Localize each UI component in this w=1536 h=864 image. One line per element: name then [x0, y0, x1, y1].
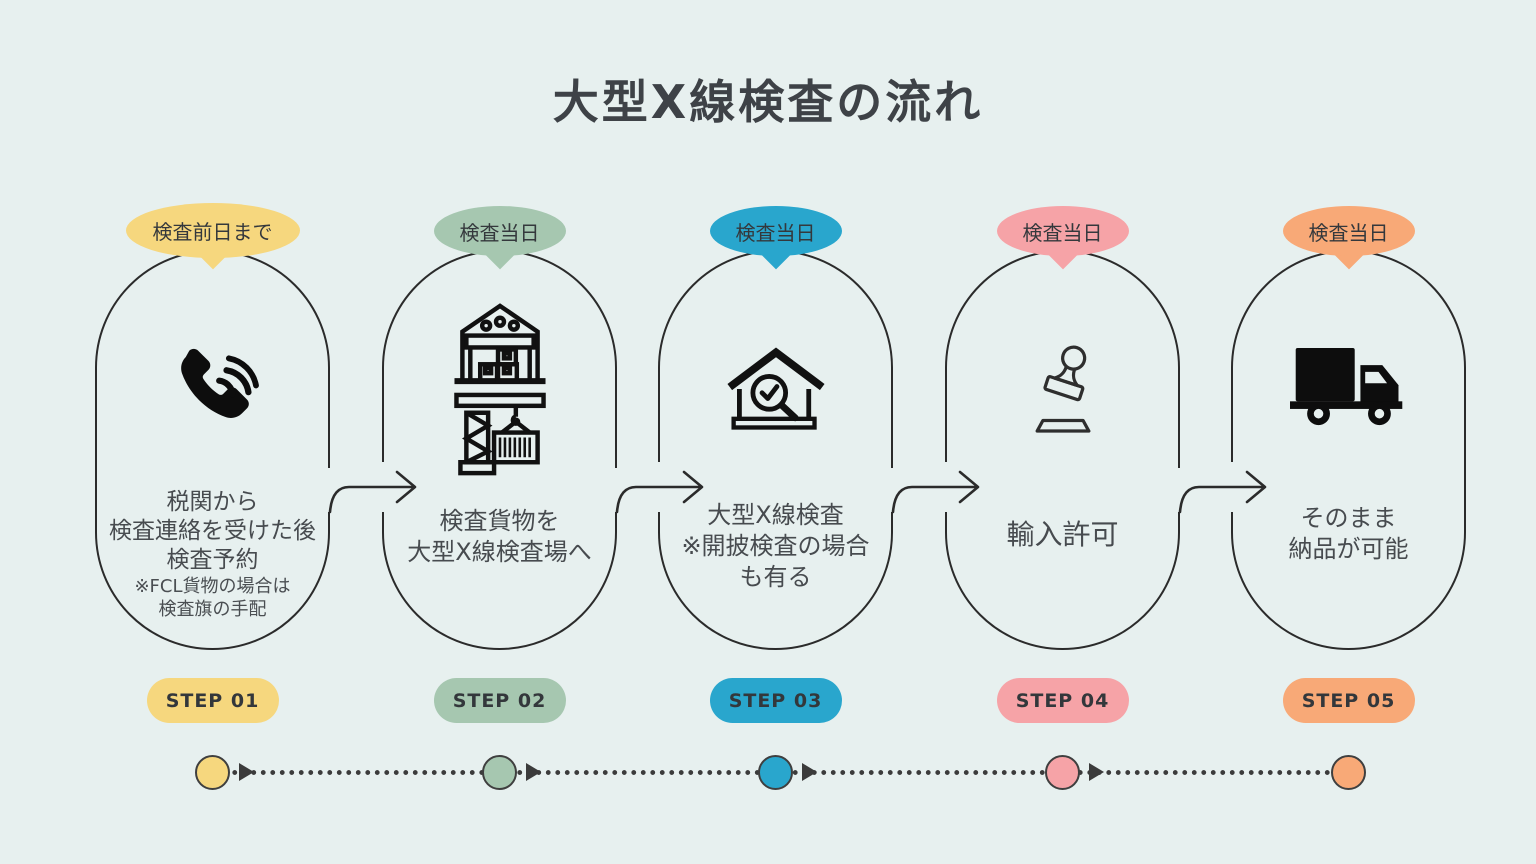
- description-line: も有る: [739, 563, 812, 591]
- step-pill-label: STEP 02: [452, 689, 547, 712]
- step-pill-label: STEP 01: [165, 689, 260, 712]
- step-pill: STEP 01: [146, 678, 279, 723]
- timeline-arrow-icon: [238, 763, 254, 781]
- capsule-border-gap: [613, 468, 621, 512]
- step-pill-label: STEP 03: [728, 689, 823, 712]
- description-line: 納品が可能: [1288, 535, 1409, 563]
- description-line: 大型X線検査場へ: [407, 538, 592, 566]
- timeline-arrow-icon: [801, 763, 817, 781]
- step-description: 検査貨物を 大型X線検査場へ: [370, 506, 629, 568]
- timing-badge-label: 検査前日まで: [152, 220, 273, 244]
- step-pill: STEP 05: [1282, 678, 1415, 723]
- step-pill-label: STEP 04: [1015, 689, 1110, 712]
- timing-badge-label: 検査当日: [735, 220, 816, 245]
- timing-badge-label: 検査当日: [1022, 220, 1103, 245]
- warehouse-crane-icon: [382, 290, 617, 490]
- stamp-icon: [945, 288, 1180, 488]
- capsule-border-gap: [326, 468, 334, 512]
- timing-badge: 検査当日: [1282, 206, 1415, 256]
- timing-badge: 検査当日: [996, 206, 1129, 256]
- step-description: 大型X線検査 ※開披検査の場合 も有る: [646, 500, 905, 593]
- flow-arrow-icon: [328, 470, 417, 514]
- timing-badge-label: 検査当日: [1308, 220, 1389, 245]
- step-pill: STEP 02: [433, 678, 566, 723]
- step-column-5: 検査当日 そのまま 納品が可能 STEP 05: [1231, 0, 1466, 864]
- timeline-arrow-icon: [1088, 763, 1104, 781]
- house-inspection-icon: [658, 288, 893, 488]
- timeline-node: [1045, 755, 1080, 790]
- step-column-2: 検査当日: [382, 0, 617, 864]
- timeline-node: [482, 755, 517, 790]
- step-description: そのまま 納品が可能: [1219, 503, 1478, 565]
- step-pill: STEP 04: [996, 678, 1129, 723]
- capsule-border-gap: [1176, 468, 1184, 512]
- description-line: 輸入許可: [1006, 518, 1119, 551]
- timing-badge-label: 検査当日: [459, 220, 540, 245]
- timing-badge: 検査前日まで: [125, 203, 300, 258]
- timeline-node: [1331, 755, 1366, 790]
- timeline-node: [758, 755, 793, 790]
- step-column-1: 検査前日まで 税関から 検査連絡を受けた後 検査予約 ※FCL貨物の場合は 検査…: [95, 0, 330, 864]
- truck-icon: [1231, 288, 1466, 488]
- step-column-3: 検査当日 大型X線検査 ※開披検査の場合 も有る STEP 03: [658, 0, 893, 864]
- flow-arrow-icon: [615, 470, 704, 514]
- description-line: そのまま: [1300, 504, 1397, 532]
- flow-arrow-icon: [891, 470, 980, 514]
- description-line: 税関から: [166, 489, 259, 515]
- capsule-border-gap: [889, 468, 897, 512]
- page-title: 大型X線検査の流れ: [552, 75, 984, 129]
- timeline-arrow-icon: [525, 763, 541, 781]
- timeline-node: [195, 755, 230, 790]
- timing-badge: 検査当日: [433, 206, 566, 256]
- step-pill: STEP 03: [709, 678, 842, 723]
- description-line: 検査連絡を受けた後: [109, 518, 316, 544]
- timing-badge: 検査当日: [709, 206, 842, 256]
- step-column-4: 検査当日 輸入許可 STEP 04: [945, 0, 1180, 864]
- step-pill-label: STEP 05: [1301, 689, 1396, 712]
- description-line: ※開披検査の場合: [681, 532, 870, 560]
- description-line: 検査貨物を: [439, 507, 560, 535]
- description-note-line: 検査旗の手配: [158, 599, 267, 620]
- step-description: 税関から 検査連絡を受けた後 検査予約 ※FCL貨物の場合は 検査旗の手配: [83, 488, 342, 621]
- step-description: 輸入許可: [933, 518, 1192, 552]
- description-note-line: ※FCL貨物の場合は: [134, 576, 291, 597]
- phone-icon: [95, 288, 330, 488]
- description-line: 大型X線検査: [707, 501, 844, 529]
- description-line: 検査予約: [166, 547, 259, 573]
- flow-arrow-icon: [1178, 470, 1267, 514]
